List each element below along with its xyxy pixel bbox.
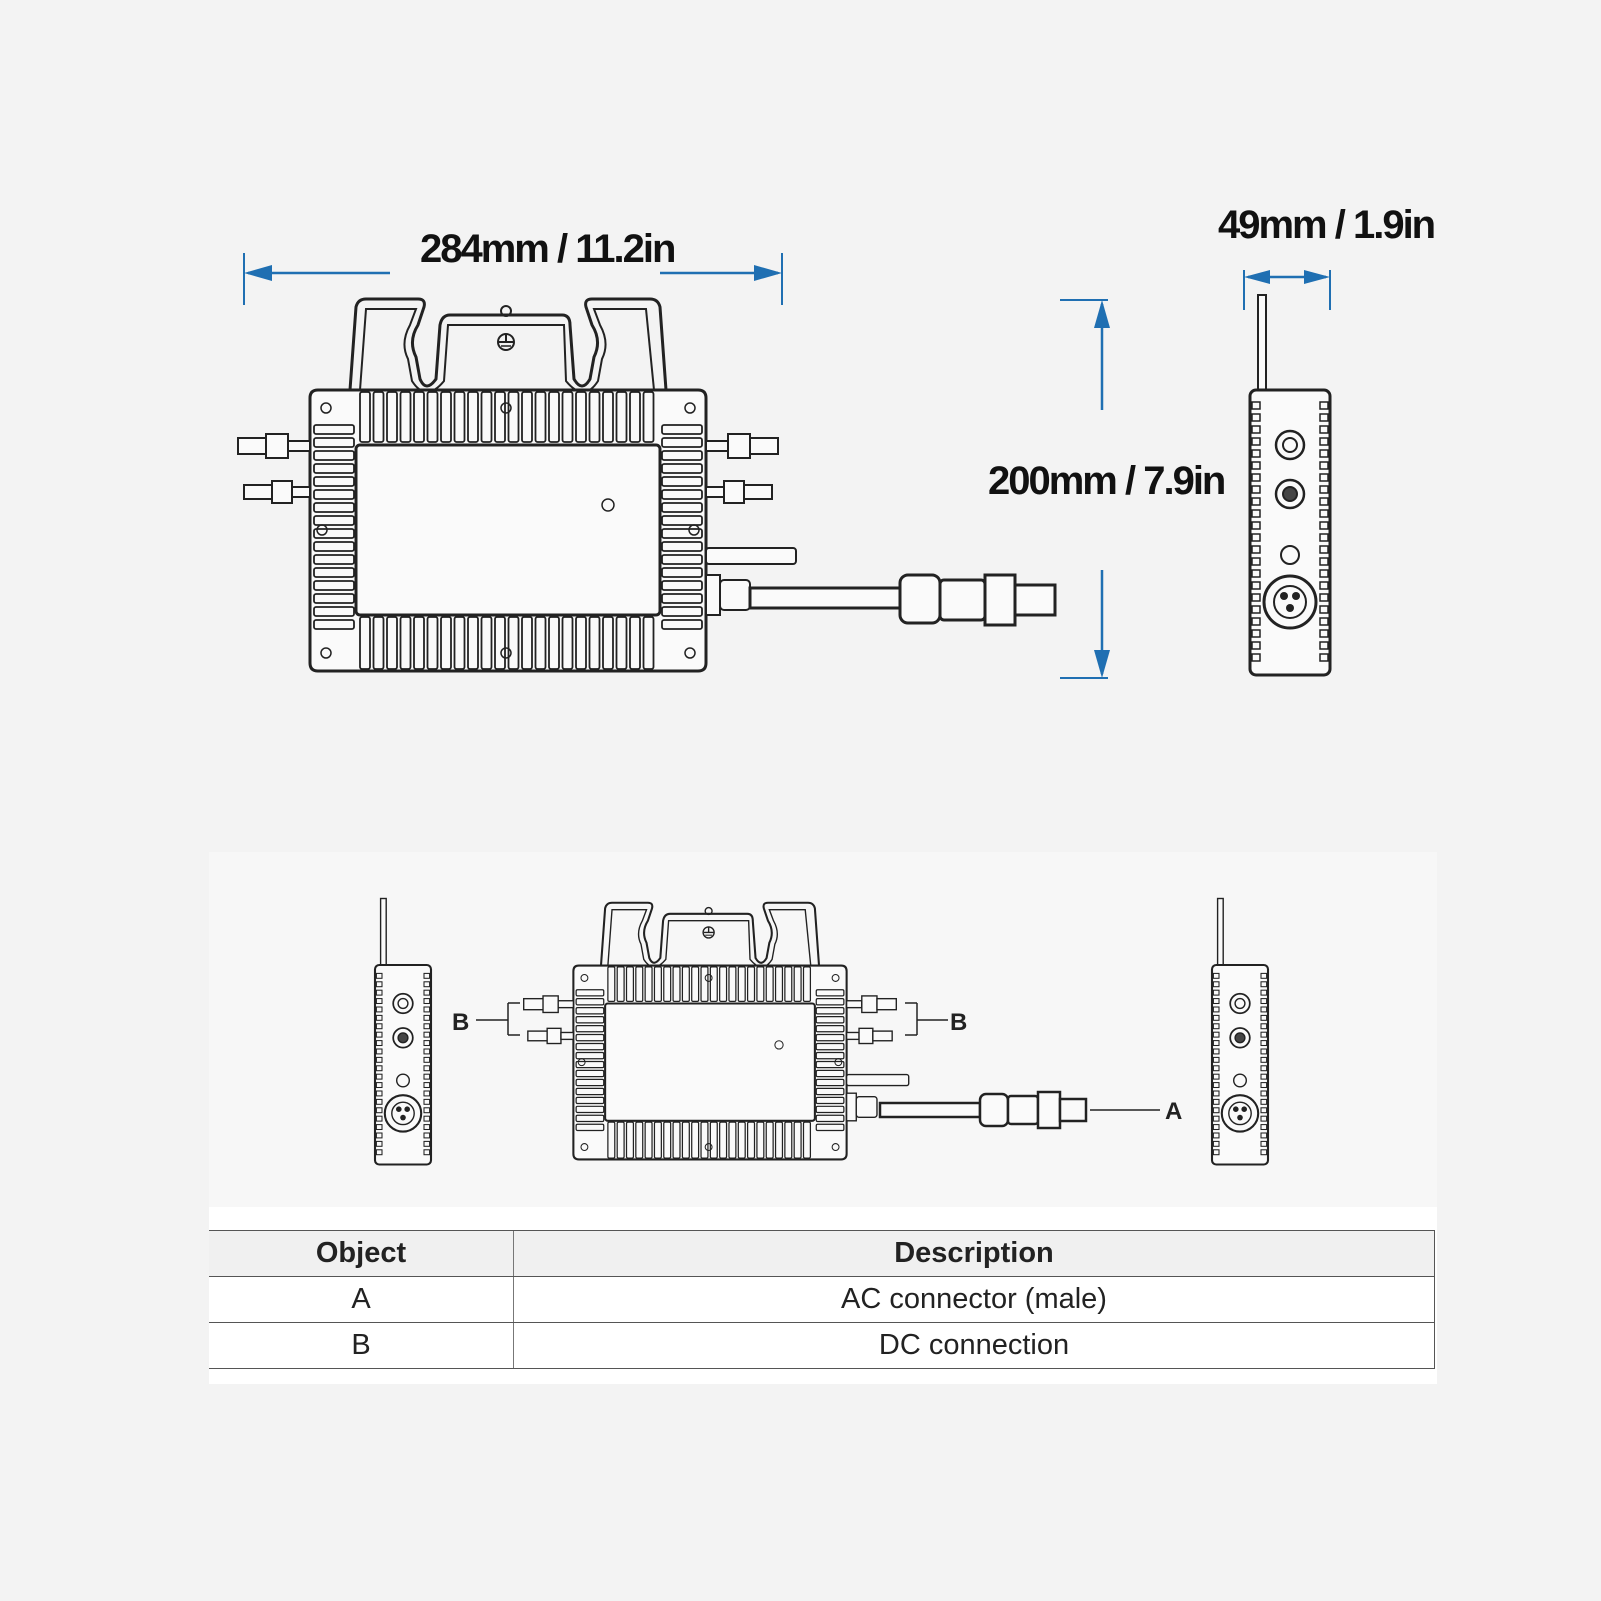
callout-a: A	[1090, 1098, 1182, 1125]
legend-description-cell: AC connector (male)	[513, 1276, 1435, 1323]
legend-header-description: Description	[513, 1230, 1435, 1277]
ac-cable-bottom	[878, 1090, 1088, 1130]
dimension-width: 284mm / 11.2in	[243, 227, 783, 305]
legend-object-cell: B	[209, 1322, 514, 1369]
dimension-height: 200mm / 7.9in	[988, 299, 1226, 679]
callout-b-right: B	[905, 1002, 967, 1036]
callout-b-left-label: B	[452, 1009, 469, 1036]
legend-description-cell: DC connection	[513, 1322, 1435, 1369]
width-label: 284mm / 11.2in	[420, 227, 674, 271]
callout-b-left: B	[452, 1002, 520, 1036]
callout-a-label: A	[1165, 1098, 1182, 1125]
legend-header-object: Object	[209, 1230, 514, 1277]
ac-cable-top	[748, 573, 1057, 627]
callout-b-right-label: B	[950, 1009, 967, 1036]
side-view-top	[1248, 293, 1332, 677]
legend-header-row: Object Description	[209, 1230, 1435, 1277]
depth-label: 49mm / 1.9in	[1218, 203, 1434, 247]
dimension-depth: 49mm / 1.9in	[1218, 203, 1436, 310]
legend-table: Object Description A AC connector (male)…	[209, 1230, 1435, 1369]
height-label: 200mm / 7.9in	[988, 459, 1224, 503]
front-view-top	[236, 297, 798, 673]
legend-object-cell: A	[209, 1276, 514, 1323]
table-row: A AC connector (male)	[209, 1276, 1435, 1323]
table-row: B DC connection	[209, 1322, 1435, 1369]
